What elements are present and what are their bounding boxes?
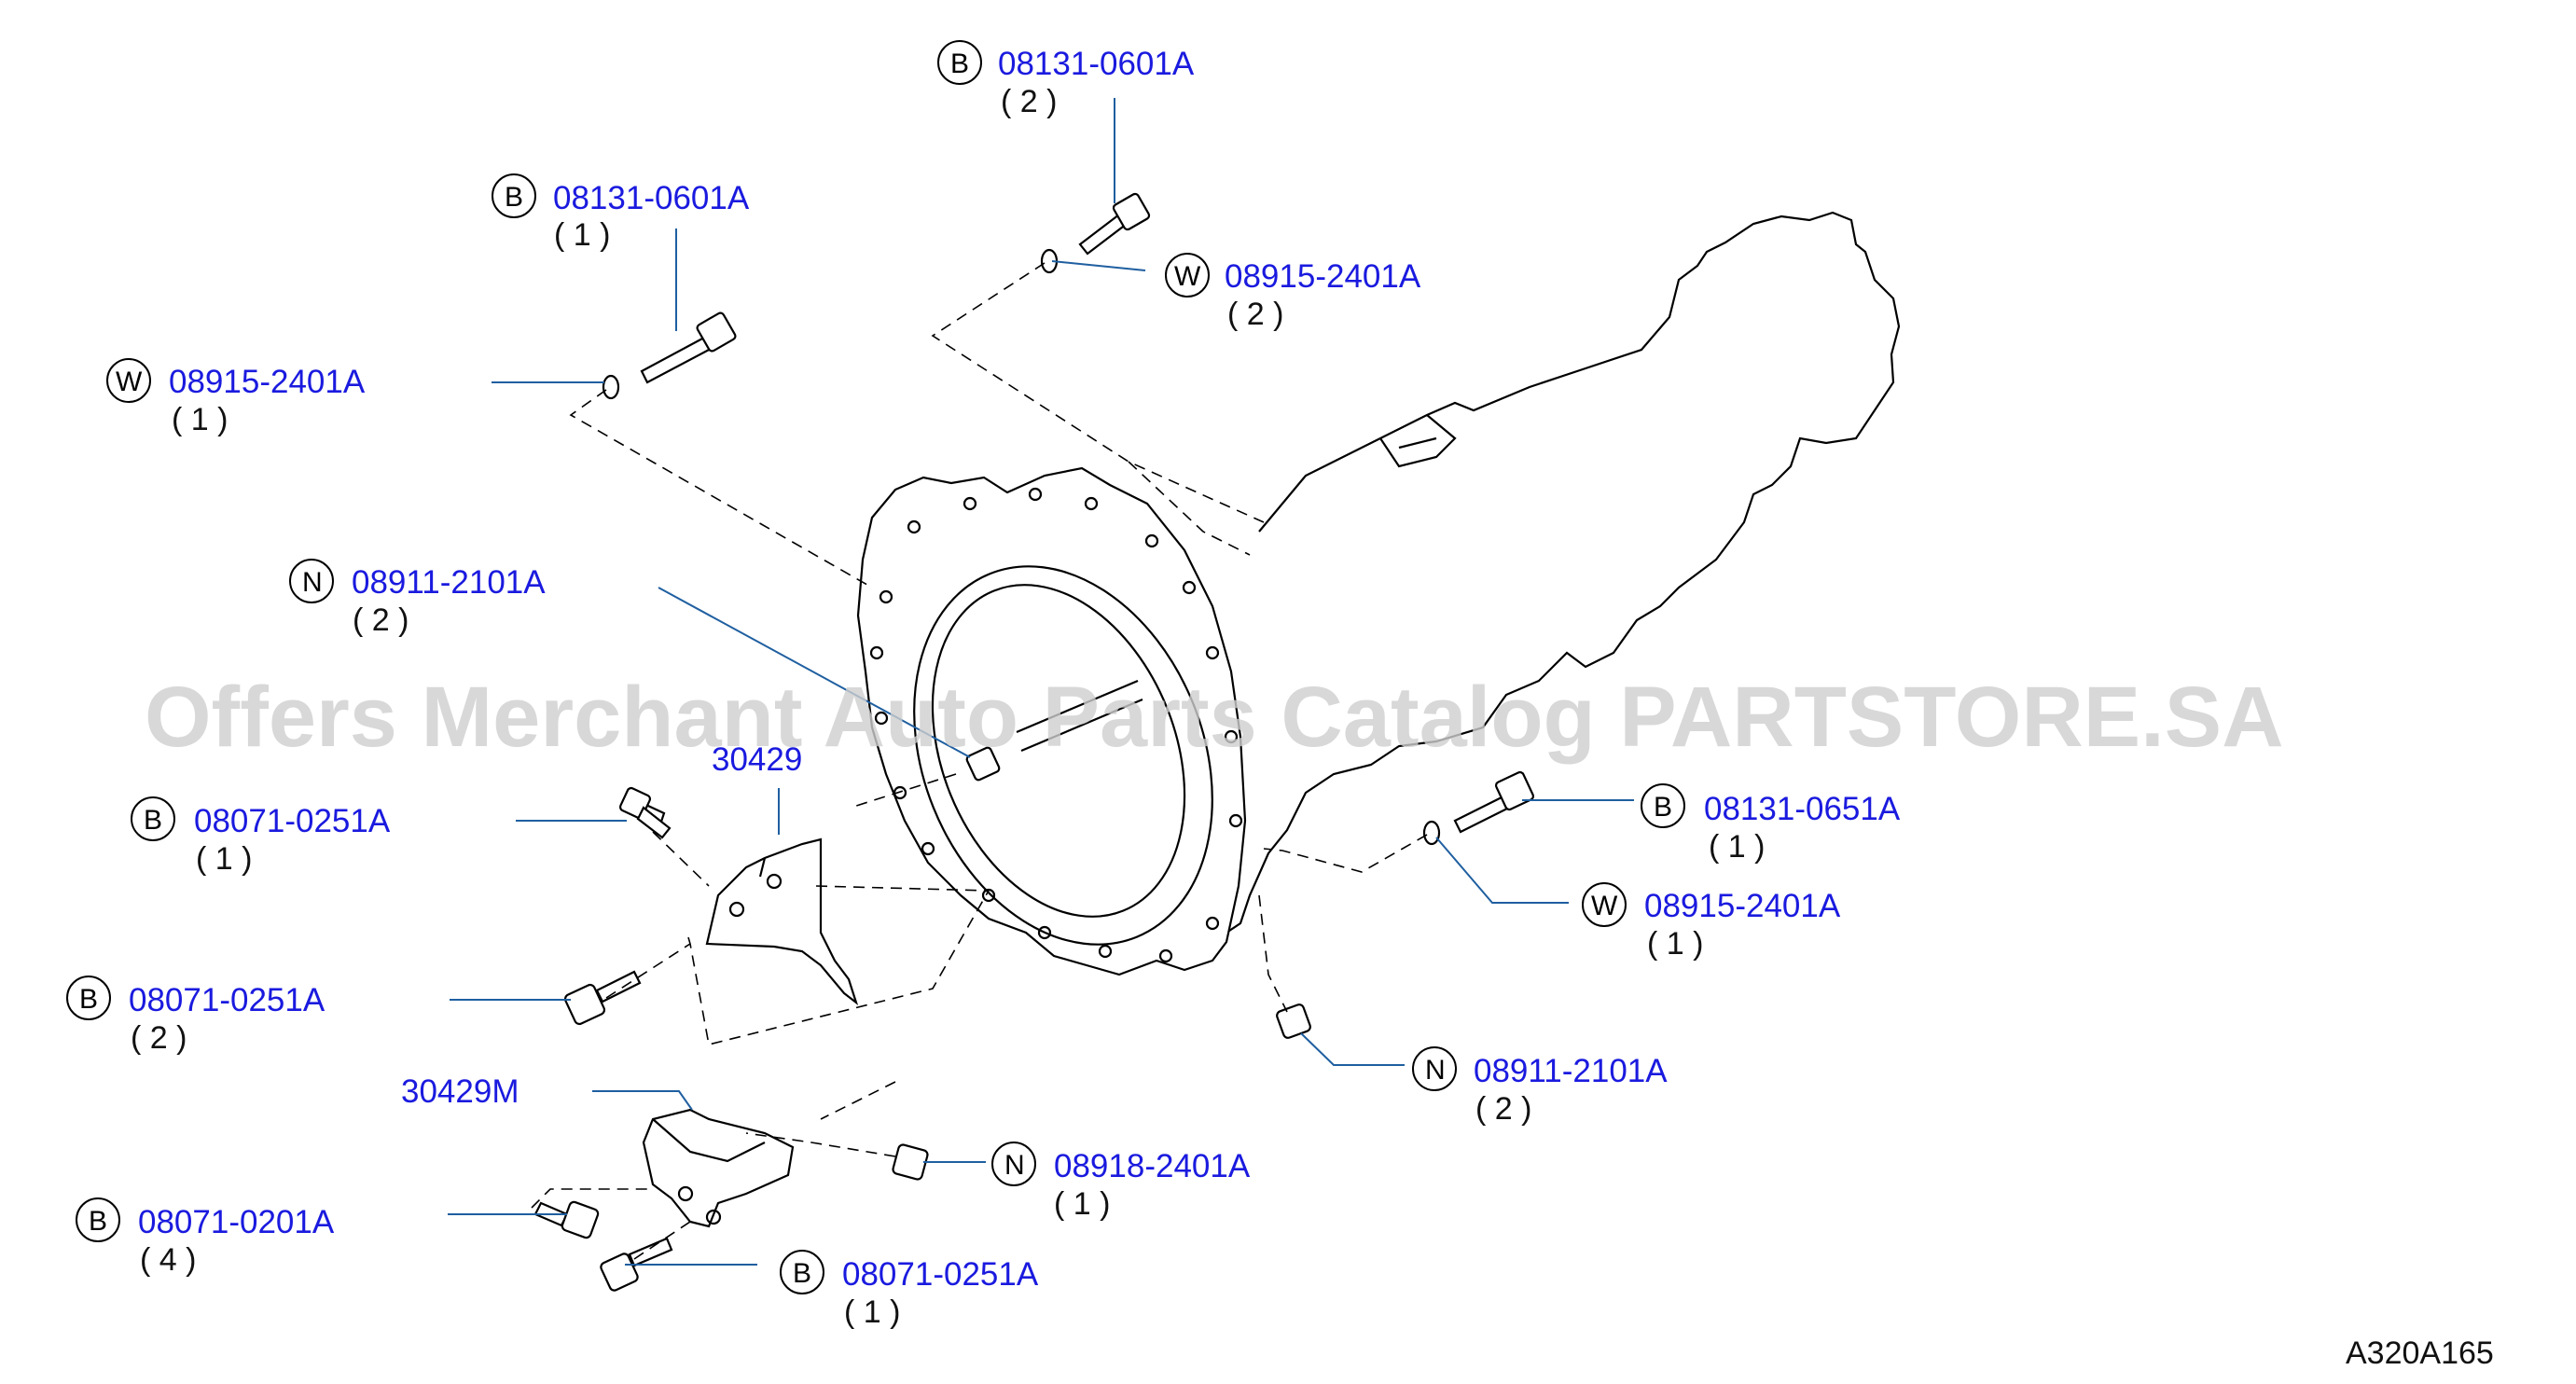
svg-text:W: W [1174, 261, 1201, 292]
fastener-parts [533, 192, 1535, 1292]
part-number: 08915-2401A [1644, 888, 1841, 924]
callout-right-bolt[interactable]: B 08131-0651A ( 1 ) [1641, 783, 1901, 865]
quantity: ( 1 ) [1647, 926, 1703, 962]
callout-bracket-nut[interactable]: N 08918-2401A ( 1 ) [991, 1142, 1251, 1222]
assembly-guide-lines [531, 262, 1428, 1260]
callout-top-bolt[interactable]: B 08131-0601A ( 2 ) [937, 40, 1195, 119]
right-washer-icon [1422, 820, 1441, 846]
callout-stud-nut[interactable]: N 08911-2101A ( 2 ) [289, 559, 546, 638]
svg-text:B: B [950, 48, 969, 79]
part-number: 08071-0251A [129, 982, 325, 1018]
callout-upper-bolt[interactable]: B 08131-0601A ( 1 ) [492, 173, 750, 253]
adapter-plate-30429 [705, 837, 859, 1006]
bracket-part-number[interactable]: 30429M [401, 1073, 519, 1110]
quantity: ( 2 ) [353, 602, 409, 638]
svg-text:N: N [1004, 1150, 1025, 1181]
part-number: 08915-2401A [169, 364, 366, 400]
right-bolt-icon [1453, 770, 1535, 834]
quantity: ( 1 ) [172, 402, 228, 437]
stud-nut-icon [965, 746, 1001, 782]
callout-upper-washer[interactable]: W 08915-2401A ( 1 ) [106, 358, 366, 437]
quantity: ( 1 ) [1054, 1186, 1110, 1222]
quantity: ( 1 ) [196, 841, 252, 877]
quantity: ( 2 ) [1475, 1091, 1531, 1127]
part-number: 08071-0201A [138, 1204, 335, 1240]
callout-right-washer[interactable]: W 08915-2401A ( 1 ) [1582, 882, 1841, 962]
upper-washer-icon [602, 374, 620, 400]
bracket-30429m [642, 1108, 795, 1228]
top-bolt-icon [1078, 192, 1151, 256]
part-number: 08131-0601A [553, 180, 750, 216]
callout-bracket-bolt-1[interactable]: B 08071-0251A ( 1 ) [780, 1250, 1039, 1330]
quantity: ( 2 ) [131, 1020, 187, 1056]
quantity: ( 4 ) [140, 1242, 196, 1278]
part-number: 08131-0651A [1704, 791, 1901, 827]
svg-text:B: B [79, 984, 98, 1015]
plate-part-number[interactable]: 30429 [712, 741, 802, 778]
part-number: 08911-2101A [352, 564, 546, 601]
svg-text:B: B [793, 1258, 811, 1289]
callout-lower-nut[interactable]: N 08911-2101A ( 2 ) [1412, 1046, 1668, 1127]
svg-text:B: B [505, 182, 523, 213]
svg-text:W: W [116, 367, 143, 397]
bracket-bolt-1-icon [600, 1237, 673, 1292]
svg-text:N: N [302, 567, 323, 598]
quantity: ( 1 ) [844, 1294, 900, 1330]
transmission-housing [856, 211, 1901, 976]
plate-bolt-2-icon [563, 970, 642, 1026]
callout-bracket-bolt-4[interactable]: B 08071-0201A ( 4 ) [76, 1197, 335, 1278]
svg-text:B: B [144, 805, 162, 836]
part-number: 08071-0251A [842, 1256, 1039, 1293]
part-number: 08915-2401A [1225, 258, 1421, 295]
svg-text:B: B [1654, 792, 1672, 823]
quantity: ( 1 ) [554, 217, 610, 253]
bracket-nut-icon [892, 1143, 929, 1181]
part-number: 08131-0601A [998, 46, 1195, 82]
svg-text:W: W [1591, 891, 1618, 921]
lower-nut-icon [1276, 1003, 1311, 1039]
quantity: ( 1 ) [1709, 829, 1765, 865]
callout-plate-bolt-2[interactable]: B 08071-0251A ( 2 ) [66, 976, 325, 1056]
callout-top-washer[interactable]: W 08915-2401A ( 2 ) [1165, 253, 1421, 332]
callout-plate-bolt-1[interactable]: B 08071-0251A ( 1 ) [131, 796, 391, 877]
plate-bolt-1-icon [618, 786, 672, 839]
part-number: 08918-2401A [1054, 1148, 1251, 1184]
svg-text:N: N [1425, 1055, 1446, 1086]
bracket-bolt-4-icon [533, 1200, 600, 1239]
svg-text:B: B [89, 1206, 107, 1237]
part-number: 08911-2101A [1474, 1053, 1668, 1089]
quantity: ( 2 ) [1227, 297, 1283, 332]
leader-lines [448, 98, 1634, 1266]
quantity: ( 2 ) [1001, 84, 1057, 119]
part-number: 08071-0251A [194, 803, 391, 839]
watermark: Offers Merchant Auto Parts Catalog PARTS… [145, 670, 2284, 765]
upper-bolt-icon [640, 311, 737, 384]
diagram-code: A320A165 [2346, 1336, 2494, 1371]
